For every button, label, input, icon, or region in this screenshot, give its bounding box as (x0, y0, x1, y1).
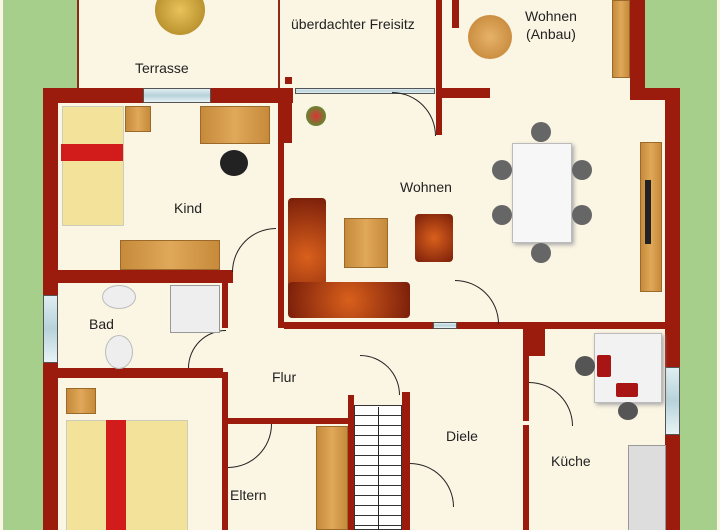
eltern-nightstand (66, 388, 96, 414)
window-wohnen (295, 88, 435, 94)
door-kueche[interactable] (529, 382, 573, 426)
room-label-kueche: Küche (551, 453, 591, 469)
terrace-table (155, 0, 205, 35)
coffee-table (344, 218, 388, 268)
tv-sideboard (640, 142, 662, 292)
room-label-bad: Bad (89, 316, 114, 332)
room-label-freisitz: überdachter Freisitz (291, 16, 415, 32)
door-diele-lower[interactable] (410, 463, 454, 507)
wall-right-top (630, 88, 680, 100)
shower (170, 285, 220, 333)
door-bad[interactable] (188, 330, 226, 368)
toilet (105, 335, 133, 369)
kitchen-chair (575, 356, 595, 376)
terrace-border-left (77, 0, 79, 88)
stair-direction-arrow (378, 407, 379, 530)
lawn-right-top (645, 0, 717, 90)
kitchen-plate (616, 383, 638, 397)
wall-anbau-right (630, 0, 645, 100)
kitchen-counter-sink (628, 445, 666, 530)
door-threshold-wohnen (433, 322, 457, 329)
dining-chair (492, 160, 512, 180)
terrace-border-right (278, 0, 280, 88)
wall-wohnen-bottom (284, 322, 665, 329)
wall-kind-wohnen-lower (278, 143, 284, 328)
door-eltern[interactable] (228, 424, 272, 468)
plant (306, 106, 326, 126)
armchair (415, 214, 453, 262)
room-label-wohnen-anbau: Wohnen (Anbau) (525, 8, 577, 42)
sink (102, 285, 136, 309)
corner-sofa-bottom (288, 282, 410, 318)
wall-anbau-stub (438, 88, 490, 98)
lawn-left-top (3, 0, 78, 90)
dining-chair (492, 205, 512, 225)
anbau-round-table (468, 15, 512, 59)
wall-right (665, 88, 680, 530)
dining-chair (531, 122, 551, 142)
wall-eltern-flur (222, 372, 228, 530)
window-kind (143, 88, 211, 103)
room-label-terrasse: Terrasse (135, 60, 189, 76)
wall-stairs-left (348, 395, 354, 530)
wall-freisitz-right (436, 0, 442, 135)
kitchen-plate (597, 355, 611, 377)
kind-dresser (120, 240, 220, 270)
anbau-shelf (612, 0, 630, 78)
bed-stripe (106, 420, 126, 530)
eltern-wardrobe (316, 426, 348, 530)
wall-stairs-right (402, 392, 410, 530)
wall-kind-bad (43, 270, 233, 283)
kind-bed-blanket-stripe (61, 144, 123, 161)
wall-bad-flur (222, 283, 228, 328)
dining-chair (572, 160, 592, 180)
wall-diele-kueche-lower (523, 425, 529, 530)
tv (645, 180, 651, 244)
wall-kueche-stub (523, 329, 545, 356)
door-kind[interactable] (232, 228, 276, 272)
room-label-flur: Flur (272, 369, 297, 385)
door-stairs[interactable] (360, 355, 400, 395)
kind-chair (220, 150, 248, 176)
dining-table (512, 143, 572, 243)
lawn-right (680, 88, 717, 530)
double-bed (66, 420, 188, 530)
wall-anbau-step (452, 0, 459, 28)
room-label-diele: Diele (446, 428, 478, 444)
kind-bed (62, 106, 124, 226)
window-kueche (665, 367, 680, 435)
kind-desk (200, 106, 270, 144)
window-bad (43, 295, 58, 363)
kind-nightstand (125, 106, 151, 132)
wall-kind-wohnen (278, 88, 292, 143)
room-label-wohnen: Wohnen (400, 179, 452, 195)
wall-bad-eltern (43, 368, 223, 378)
dining-chair (572, 205, 592, 225)
pillar (285, 77, 292, 84)
door-freisitz[interactable] (392, 92, 436, 136)
wall-flur-eltern (228, 418, 348, 424)
dining-chair (531, 243, 551, 263)
door-wohnen[interactable] (455, 280, 499, 324)
kitchen-chair (618, 402, 638, 420)
room-label-kind: Kind (174, 200, 203, 216)
wall-diele-kueche (523, 356, 529, 421)
lawn-left (3, 88, 44, 530)
room-label-eltern: Eltern (230, 487, 267, 503)
